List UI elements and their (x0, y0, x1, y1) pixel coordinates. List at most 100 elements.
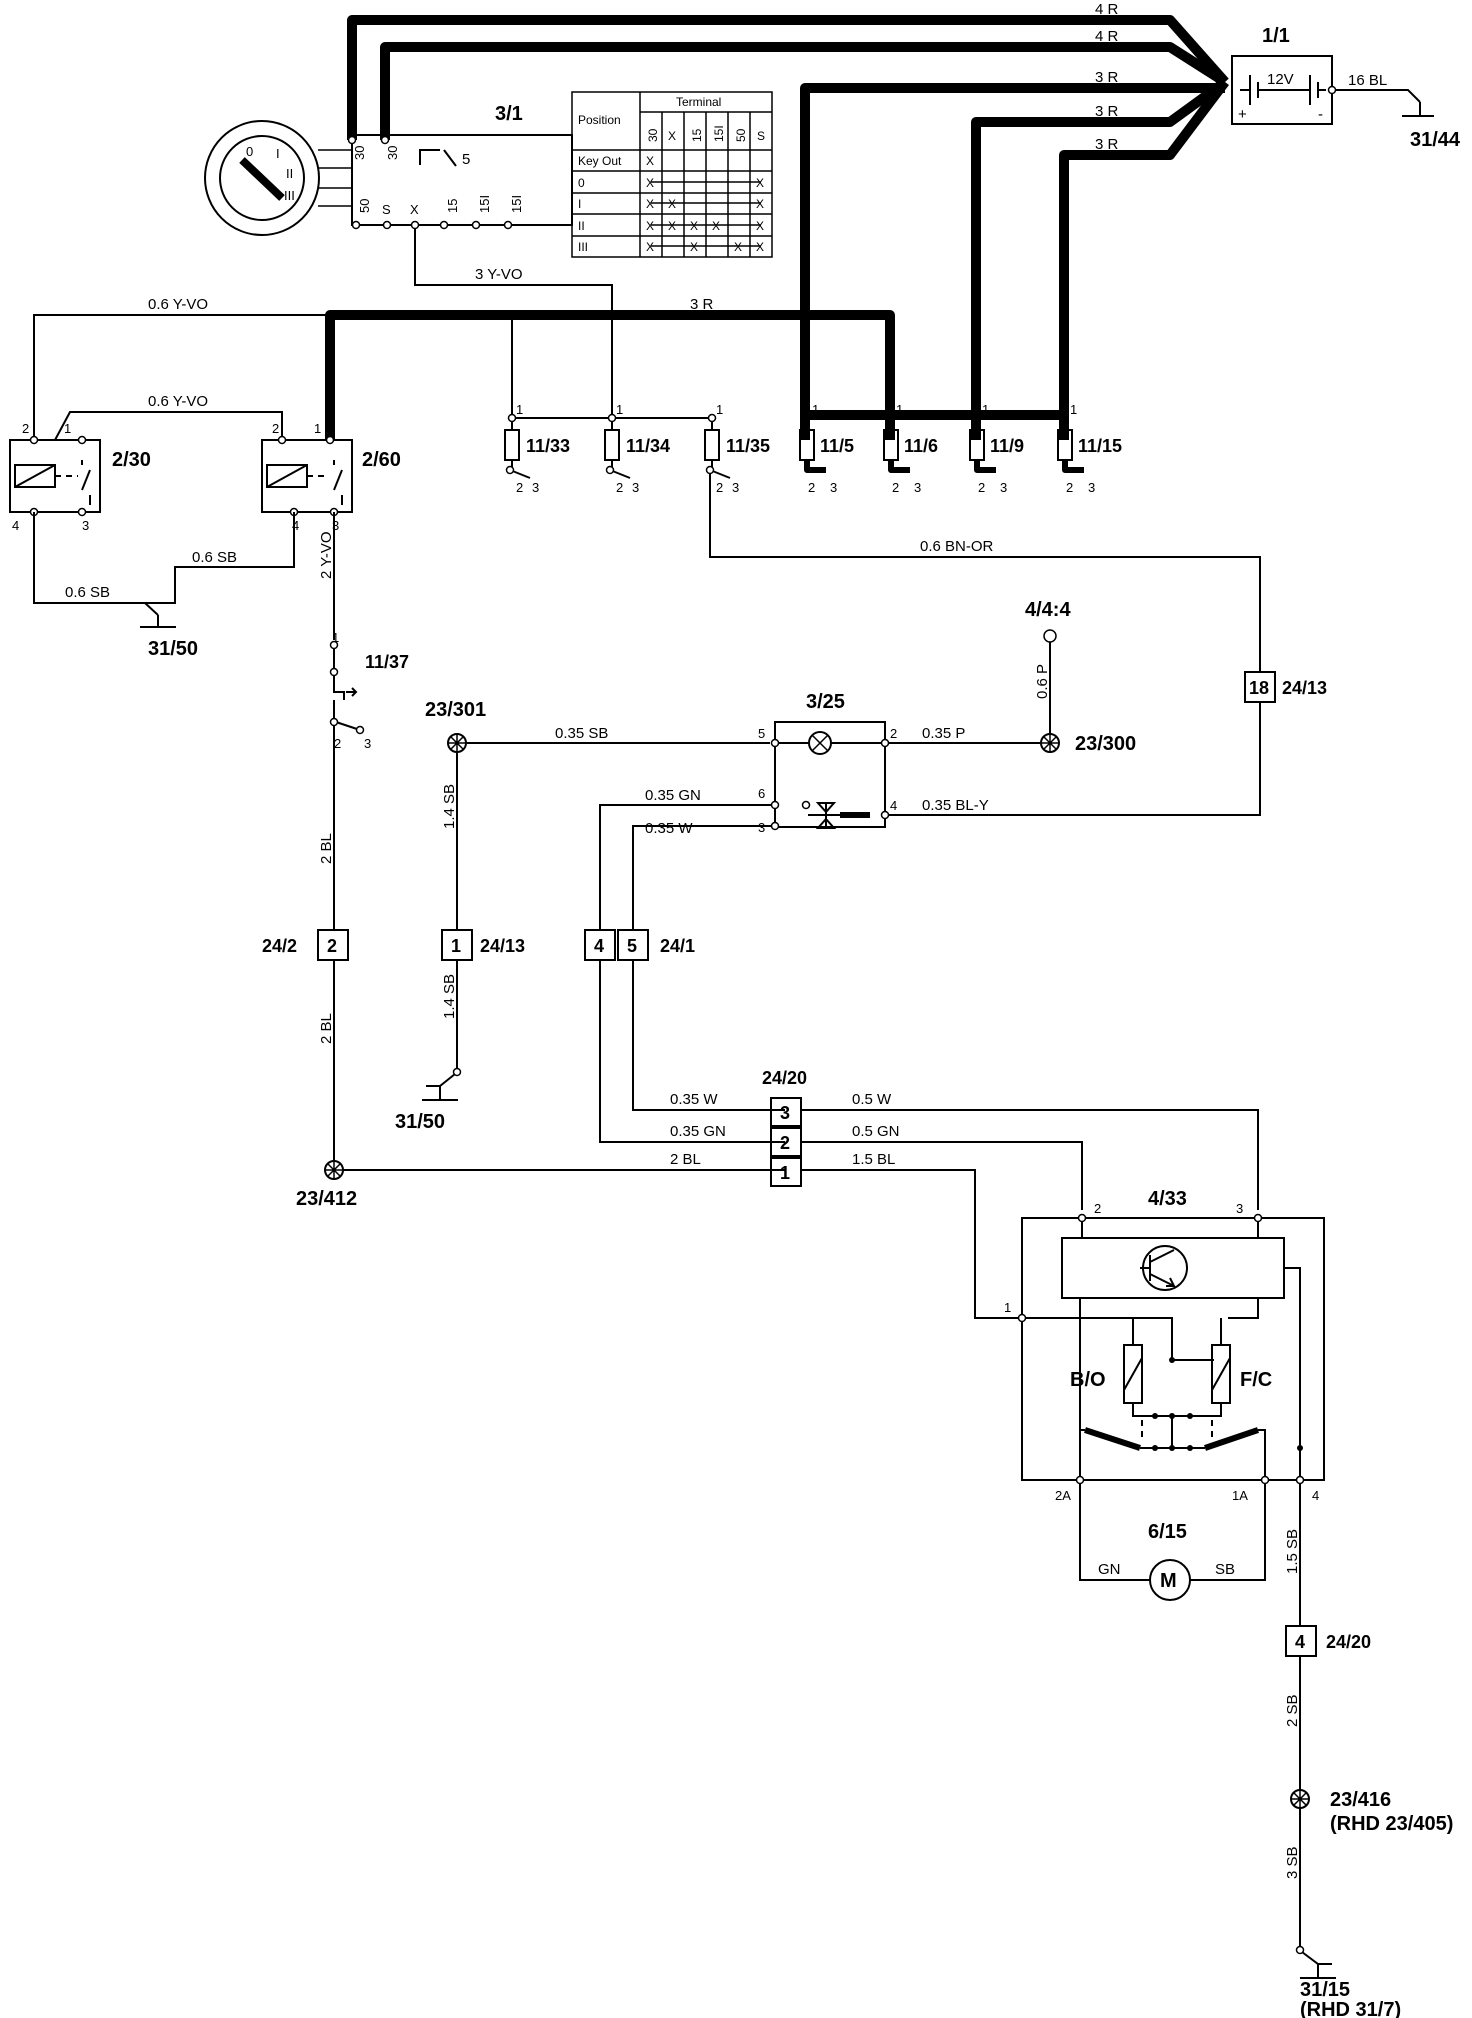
table-head: Terminal (676, 95, 721, 109)
component-label-alt: (RHD 31/7) (1300, 1999, 1401, 2018)
fuse-11-37 (329, 640, 365, 735)
motor-icon (1149, 1559, 1191, 1601)
pin-label: 4 (1312, 1488, 1319, 1503)
table-mark: X (668, 197, 676, 211)
pin-label: 2 (808, 480, 815, 495)
pin-label: 6 (758, 786, 765, 801)
relay-label-fc: F/C (1240, 1369, 1272, 1391)
pin-label: 3 (82, 518, 89, 533)
pin-label: 4 (292, 518, 299, 533)
table-col: S (757, 129, 765, 143)
battery-voltage: 12V (1267, 71, 1294, 88)
component-label: 24/2 (262, 936, 297, 956)
pin-label: 4 (890, 798, 897, 813)
component-label: 31/44 (1410, 129, 1461, 151)
table-mark: X (690, 240, 698, 254)
pin-label: 3 (1088, 480, 1095, 495)
table-col: 30 (646, 128, 660, 142)
wire-label: 0.6 BN-OR (920, 538, 994, 555)
pin-label: 1 (896, 402, 903, 417)
pin-label: 2 (516, 480, 523, 495)
table-mark: X (756, 176, 764, 190)
ground-star-23-300 (1040, 733, 1060, 753)
pin-label: 1 (716, 402, 723, 417)
pin-label: 2 (890, 726, 897, 741)
table-row: Key Out (578, 154, 622, 168)
module-4-33 (1021, 1217, 1325, 1481)
table-row: III (578, 240, 588, 254)
pin-label: 2A (1055, 1488, 1071, 1503)
component-label: 2/30 (112, 449, 151, 471)
wire-label: 0.6 Y-VO (148, 393, 208, 410)
connector-pin: 4 (594, 936, 604, 956)
terminal-label: X (410, 202, 419, 217)
relay-label-bo: B/O (1070, 1369, 1106, 1391)
connector-24-20-pin3 (770, 1097, 802, 1127)
component-label: 31/15 (1300, 1979, 1350, 2001)
connector-pin: 1 (780, 1163, 790, 1183)
pin-label: 2 (892, 480, 899, 495)
table-mark: X (646, 154, 654, 168)
table-mark: X (646, 240, 654, 254)
pin-label: 3 (830, 480, 837, 495)
key-position: II (286, 166, 293, 181)
wire-label: GN (1098, 1561, 1121, 1578)
table-row: I (578, 197, 581, 211)
pin-label: 1 (516, 402, 523, 417)
pin-label: 1 (982, 402, 989, 417)
wire-label: 3 SB (1284, 1846, 1301, 1879)
pin-label: 3 (914, 480, 921, 495)
terminal-label: 15I (477, 195, 492, 213)
wire-label: 2 Y-VO (318, 531, 335, 579)
pin-label: 2 (1066, 480, 1073, 495)
wire-label: 2 SB (1284, 1694, 1301, 1727)
key-position: 0 (246, 144, 253, 159)
wire-label: 0.35 W (670, 1091, 718, 1108)
heavy-feed-wires (325, 15, 1229, 440)
wire-label: 0.35 GN (670, 1123, 726, 1140)
table-head: Position (578, 113, 621, 127)
component-label: 11/15 (1078, 436, 1122, 456)
wire-label: 0.35 P (922, 725, 965, 742)
component-label: 3/1 (495, 103, 523, 125)
switch-3-25-contacts (770, 800, 890, 831)
pin-label: 1 (616, 402, 623, 417)
table-row: II (578, 219, 585, 233)
terminal-label: 15I (509, 195, 524, 213)
pin-label: 1A (1232, 1488, 1248, 1503)
component-label: 24/13 (1282, 678, 1327, 698)
pin-label: 1 (332, 630, 339, 645)
terminal-label: 30 (385, 146, 400, 160)
key-position: III (284, 188, 295, 203)
ground-star-23-301 (447, 733, 467, 753)
wire-label: 1.4 SB (441, 974, 458, 1019)
battery-plus: + (1238, 106, 1247, 123)
component-label: 23/301 (425, 699, 486, 721)
pin-label: 3 (758, 820, 765, 835)
table-col: X (668, 129, 676, 143)
component-label: 11/6 (904, 436, 938, 456)
component-label: 24/13 (480, 936, 525, 956)
relay-2-60 (261, 435, 353, 517)
connector-pin: 2 (327, 936, 337, 956)
battery-minus: - (1318, 106, 1323, 123)
wire-label: 3 R (1095, 103, 1119, 120)
wire-label: 2 BL (318, 833, 335, 864)
component-label: 4/4:4 (1025, 599, 1071, 621)
wire-label: 0.35 SB (555, 725, 608, 742)
wire-label: 1.5 BL (852, 1151, 895, 1168)
switch-position-table: Position Terminal 30 X 15 15I 50 S Key O… (571, 91, 773, 258)
table-mark: X (646, 176, 654, 190)
fuse-group-large (799, 429, 1084, 473)
pin-label: 1 (64, 421, 71, 436)
wire-label: 1.4 SB (441, 784, 458, 829)
pin-label: 3 (332, 518, 339, 533)
table-row: 0 (578, 176, 585, 190)
wire-label: 0.5 W (852, 1091, 892, 1108)
component-label: 3/25 (806, 691, 845, 713)
pin-label: 4 (12, 518, 19, 533)
component-label: 31/50 (148, 638, 198, 660)
connector-pin: 18 (1249, 678, 1269, 698)
wire-label: 3 R (1095, 136, 1119, 153)
